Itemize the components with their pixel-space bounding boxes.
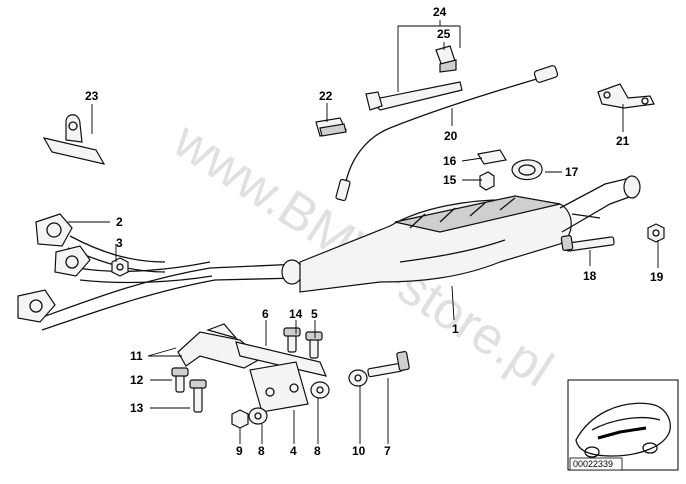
- label-2: 2: [116, 215, 123, 229]
- label-4: 4: [290, 444, 297, 458]
- label-14: 14: [289, 307, 303, 321]
- label-18: 18: [583, 269, 597, 283]
- label-3: 3: [116, 236, 123, 250]
- washer-10: [348, 369, 368, 387]
- label-9: 9: [236, 444, 243, 458]
- label-23: 23: [85, 89, 99, 103]
- label-7: 7: [384, 444, 391, 458]
- label-19: 19: [650, 270, 664, 284]
- reference-code: 00022339: [573, 459, 613, 469]
- label-11: 11: [130, 349, 143, 363]
- oxygen-sensor-20: [335, 65, 559, 202]
- washer-8a: [248, 407, 268, 425]
- bracket-11: [177, 323, 264, 369]
- rubber-hanger-17: [511, 159, 543, 181]
- bracket-21: [597, 83, 655, 109]
- clip-25: [435, 45, 457, 73]
- bolt-13: [189, 379, 207, 413]
- nut-3: [111, 257, 129, 277]
- nut-9: [231, 409, 249, 429]
- label-8a: 8: [258, 444, 265, 458]
- clip-22: [315, 117, 347, 137]
- bolt-7: [367, 350, 410, 378]
- label-13: 13: [130, 401, 144, 415]
- label-20: 20: [444, 129, 458, 143]
- label-8b: 8: [314, 444, 321, 458]
- bracket-24: [365, 81, 463, 111]
- washer-8b: [310, 381, 330, 399]
- bolt-14: [283, 327, 301, 353]
- label-22: 22: [319, 89, 333, 103]
- label-24: 24: [433, 5, 447, 19]
- flange-front-left: [17, 289, 56, 323]
- label-15: 15: [443, 173, 457, 187]
- bolt-18: [560, 235, 615, 252]
- bolt-5: [305, 331, 323, 359]
- bracket-4: [249, 361, 309, 413]
- leader-lines: [68, 20, 659, 444]
- nut-19: [647, 223, 665, 243]
- label-25: 25: [437, 27, 451, 41]
- bolt-12: [171, 367, 189, 393]
- rubber-mount-23: [42, 114, 106, 165]
- bracket-6: [235, 341, 328, 377]
- gasket: [35, 213, 73, 247]
- label-1: 1: [452, 322, 459, 336]
- label-10: 10: [352, 444, 366, 458]
- label-6: 6: [262, 307, 269, 321]
- nut-15: [479, 171, 495, 191]
- label-12: 12: [130, 373, 144, 387]
- exhaust-assembly: [17, 175, 641, 331]
- label-17: 17: [565, 165, 579, 179]
- part-labels: 24 25 23 22 20 16 17 15 21 2 3 18 19 1 6…: [85, 5, 664, 458]
- bracket-16: [477, 149, 507, 165]
- label-5: 5: [311, 307, 318, 321]
- label-21: 21: [616, 134, 630, 148]
- label-16: 16: [443, 154, 457, 168]
- flange-front-mid: [54, 245, 91, 277]
- car-location-inset: 00022339: [567, 379, 679, 471]
